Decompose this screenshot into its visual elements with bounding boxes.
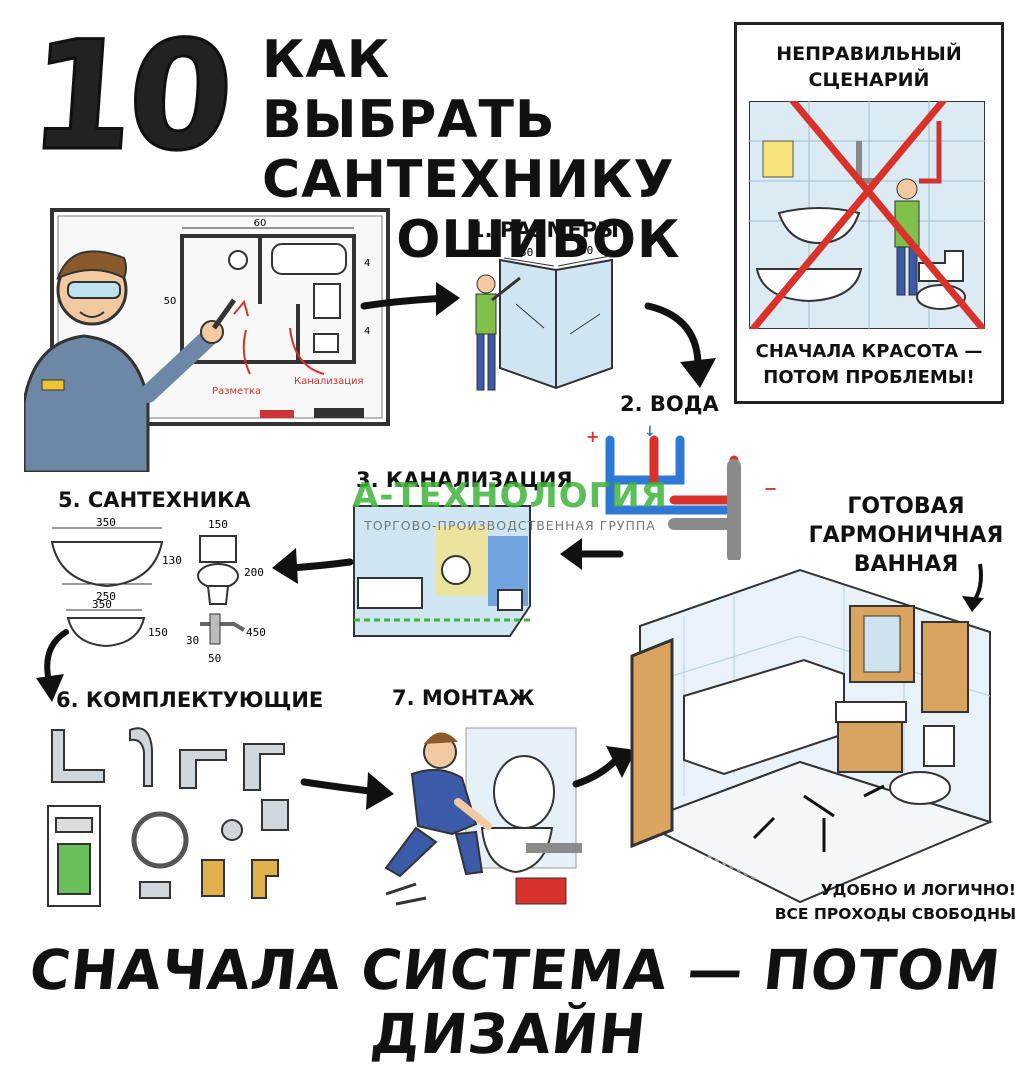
ok-line-2: ВСЕ ПРОХОДЫ СВОБОДНЫ bbox=[774, 905, 1016, 923]
installation-illustration bbox=[384, 727, 582, 906]
plan-note-sewer: Канализация bbox=[294, 376, 364, 387]
arrow-to-step-1 bbox=[360, 282, 460, 316]
messy-bathroom-illustration bbox=[749, 101, 985, 329]
brand-tagline: ТОРГОВО-ПРОИЗВОДСТВЕННАЯ ГРУППА bbox=[364, 518, 656, 533]
ready-line-2: ГАРМОНИЧНАЯ bbox=[808, 523, 1004, 548]
arrow-to-result bbox=[572, 746, 636, 788]
wrong-scenario-title: НЕПРАВИЛЬНЫЙ СЦЕНАРИЙ bbox=[737, 41, 1001, 93]
sink-width-label: 350 bbox=[92, 598, 112, 611]
plan-right-top-label: 4 bbox=[364, 258, 370, 269]
ready-line-1: ГОТОВАЯ bbox=[847, 494, 965, 519]
svg-text:−: − bbox=[764, 479, 777, 498]
ready-bathroom-title: ГОТОВАЯ ГАРМОНИЧНАЯ ВАННАЯ bbox=[800, 492, 1012, 579]
wrong-scenario-caption: СНАЧАЛА КРАСОТА — ПОТОМ ПРОБЛЕМЫ! bbox=[737, 339, 1001, 391]
plan-left-label: 50 bbox=[164, 296, 177, 307]
bath-height-label: 130 bbox=[162, 554, 182, 567]
plan-width-label: 60 bbox=[254, 218, 267, 229]
size-label-a: 50 bbox=[520, 246, 533, 259]
arrow-to-step-6 bbox=[36, 629, 69, 702]
wrong-foot-line-2: ПОТОМ ПРОБЛЕМЫ! bbox=[763, 367, 975, 388]
step-5-label: 5. САНТЕХНИКА bbox=[58, 488, 251, 512]
title-line-1: КАК ВЫБРАТЬ bbox=[262, 30, 556, 150]
arrow-to-ready-bathroom bbox=[962, 563, 984, 612]
whiteboard-plan-illustration: 60 50 4 4 Разметка Канализация bbox=[24, 208, 390, 472]
sewer-layout-illustration bbox=[353, 505, 531, 637]
bath-base-label: 250 bbox=[96, 590, 116, 603]
ok-line-1: УДОБНО И ЛОГИЧНО! bbox=[820, 881, 1016, 899]
arrow-to-step-2 bbox=[644, 302, 716, 388]
wrong-scenario-panel: НЕПРАВИЛЬНЫЙ СЦЕНАРИЙ СНАЧАЛА КРАСОТА — … bbox=[734, 22, 1004, 404]
fixtures-dimensions-illustration: 350 130 250 150 200 350 150 450 30 50 bbox=[50, 516, 266, 665]
tap-a-label: 30 bbox=[186, 634, 199, 647]
tap-b-label: 50 bbox=[208, 652, 221, 665]
footer-slogan: СНАЧАЛА СИСТЕМА — ПОТОМ ДИЗАЙН bbox=[26, 938, 1005, 1066]
wrong-title-line-2: СЦЕНАРИЙ bbox=[808, 69, 930, 91]
finished-bathroom-illustration bbox=[630, 568, 993, 904]
arrow-to-step-3 bbox=[560, 538, 624, 570]
sink-height-label: 150 bbox=[148, 626, 168, 639]
step-6-label: 6. КОМПЛЕКТУЮЩИЕ bbox=[56, 688, 324, 712]
step-2-label: 2. ВОДА bbox=[620, 392, 719, 416]
svg-text:↓: ↓ bbox=[644, 424, 656, 440]
step-3-label: 3. КАНАЛИЗАЦИЯ bbox=[356, 468, 573, 492]
components-illustration bbox=[47, 727, 289, 907]
svg-text:+: + bbox=[586, 427, 599, 446]
size-label-b: 50 bbox=[580, 244, 593, 257]
arrow-to-step-7 bbox=[300, 772, 394, 810]
step-1-label: 1. РАЗМЕРЫ bbox=[470, 218, 619, 242]
plan-right-bottom-label: 4 bbox=[364, 326, 370, 337]
brand-name: А-ТЕХНОЛОГИЯ bbox=[352, 476, 668, 516]
water-pipes-illustration: + ↓ − bbox=[586, 424, 777, 560]
measuring-room-illustration: 50 50 bbox=[475, 244, 613, 391]
plan-note-marking: Разметка bbox=[212, 386, 261, 397]
toilet-height-label: 200 bbox=[244, 566, 264, 579]
wrong-title-line-1: НЕПРАВИЛЬНЫЙ bbox=[776, 43, 962, 65]
ok-note: УДОБНО И ЛОГИЧНО! ВСЕ ПРОХОДЫ СВОБОДНЫ bbox=[768, 878, 1016, 926]
ready-line-3: ВАННАЯ bbox=[853, 552, 959, 577]
arrow-to-step-5 bbox=[272, 548, 354, 584]
toilet-width-label: 150 bbox=[208, 518, 228, 531]
title-line-2: САНТЕХНИКУ bbox=[262, 150, 675, 210]
title-number: 10 bbox=[22, 9, 234, 186]
wrong-foot-line-1: СНАЧАЛА КРАСОТА — bbox=[755, 341, 983, 362]
brand-watermark: А-ТЕХНОЛОГИЯ ТОРГОВО-ПРОИЗВОДСТВЕННАЯ ГР… bbox=[330, 476, 690, 533]
tap-height-label: 450 bbox=[246, 626, 266, 639]
bath-width-label: 350 bbox=[96, 516, 116, 529]
step-7-label: 7. МОНТАЖ bbox=[392, 686, 535, 710]
